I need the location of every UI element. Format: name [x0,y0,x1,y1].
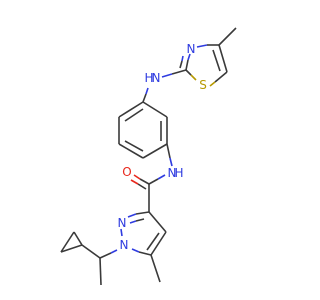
atom-amide-o: O [122,165,131,179]
bond-pyrazole-c4-c5 [150,231,167,256]
bond-pyrazole-n2-c3-hetero [127,213,137,218]
bond-pyrazole-n2-c3-inner [135,218,145,222]
atom-amide-n: N [168,166,177,180]
bond-carbonyl-o-2-hetero [130,179,139,185]
bond-pyrazole-c5-n1-hetero [131,248,140,253]
bond-thiazole-s-c2 [185,69,192,76]
bond-pyrazole-c5-n1 [138,251,152,256]
bond-layer [60,27,237,286]
bond-phenyl-6 [118,101,144,118]
bond-n1-ch [99,252,112,259]
bond-carbonyl-o-2 [137,183,147,190]
bond-thiazole-n-c2-inner [179,60,183,69]
atom-label-layer: N S H N O N H N N [118,42,207,252]
bond-phenyl-3 [142,143,168,159]
bond-thiazole-n-c2-hetero [187,53,191,61]
bond-thiazole-c5-s-hetero [209,81,216,87]
bond-pyrazole-c3-c4 [148,211,167,233]
bond-phenyl-4-inner [124,140,144,152]
bond-phenyl-6-inner [124,108,144,122]
bond-pyrazole-n1-n2-hetero [120,228,123,237]
bond-methyl-thiazole [218,27,237,46]
bond-phenyl-amide-n-hetero [169,157,173,167]
bond-thiazole-n-c2-inner-hetero [181,55,184,62]
bond-thiazole-s-c2-hetero [190,74,197,81]
bond-pyrazole-c4-c5-inner [146,232,160,251]
bond-n1-ch-hetero [110,249,118,254]
bond-pyrazole-n2-c3 [135,211,150,215]
bond-thiazole-c5-s [214,71,228,83]
bond-phenyl-4 [118,143,144,159]
bond-phenyl-amide-n [166,143,171,159]
atom-thiazole-n: N [187,42,196,56]
molecule-structure-diagram: N S H N O N H N N [60,27,237,286]
bond-cyclopropyl-1 [60,244,83,253]
atom-amide-h: H [174,166,183,180]
bond-ch-methyl [99,257,102,286]
bond-amide-n-carbonyl [148,178,159,185]
atom-amine-n: N [152,71,161,85]
atom-pyrazole-n1: N [120,238,129,252]
atom-thiazole-s: S [199,78,207,92]
bond-thiazole-c4-n-hetero [196,44,208,48]
bond-amide-n-carbonyl-hetero [157,174,166,180]
bond-pyrazole-methyl [150,254,161,283]
bond-amine-phenyl-hetero [145,87,149,95]
atom-amine-h: H [144,71,153,85]
bond-carbonyl-o-1 [139,178,150,185]
bond-thiazole-n-c2 [185,59,189,71]
bond-pyrazole-n2-c3-inner-hetero [129,220,137,224]
bond-cyclopropyl-2 [60,231,75,253]
bond-phenyl-1 [142,101,168,118]
bond-amine-phenyl [142,93,147,103]
bond-thiazole-c4-c5-inner [212,49,221,72]
bond-c2-amine [171,69,187,75]
bond-ch-cyclopropyl [81,244,101,259]
molecule-canvas: N S H N O N H N N [60,27,237,286]
bond-carbonyl-o-1-hetero [133,174,141,180]
atom-pyrazole-n2: N [118,216,127,230]
bond-cyclopropyl-3 [73,231,83,246]
bond-c2-amine-hetero [161,73,173,78]
bond-thiazole-c4-c5 [218,44,228,73]
